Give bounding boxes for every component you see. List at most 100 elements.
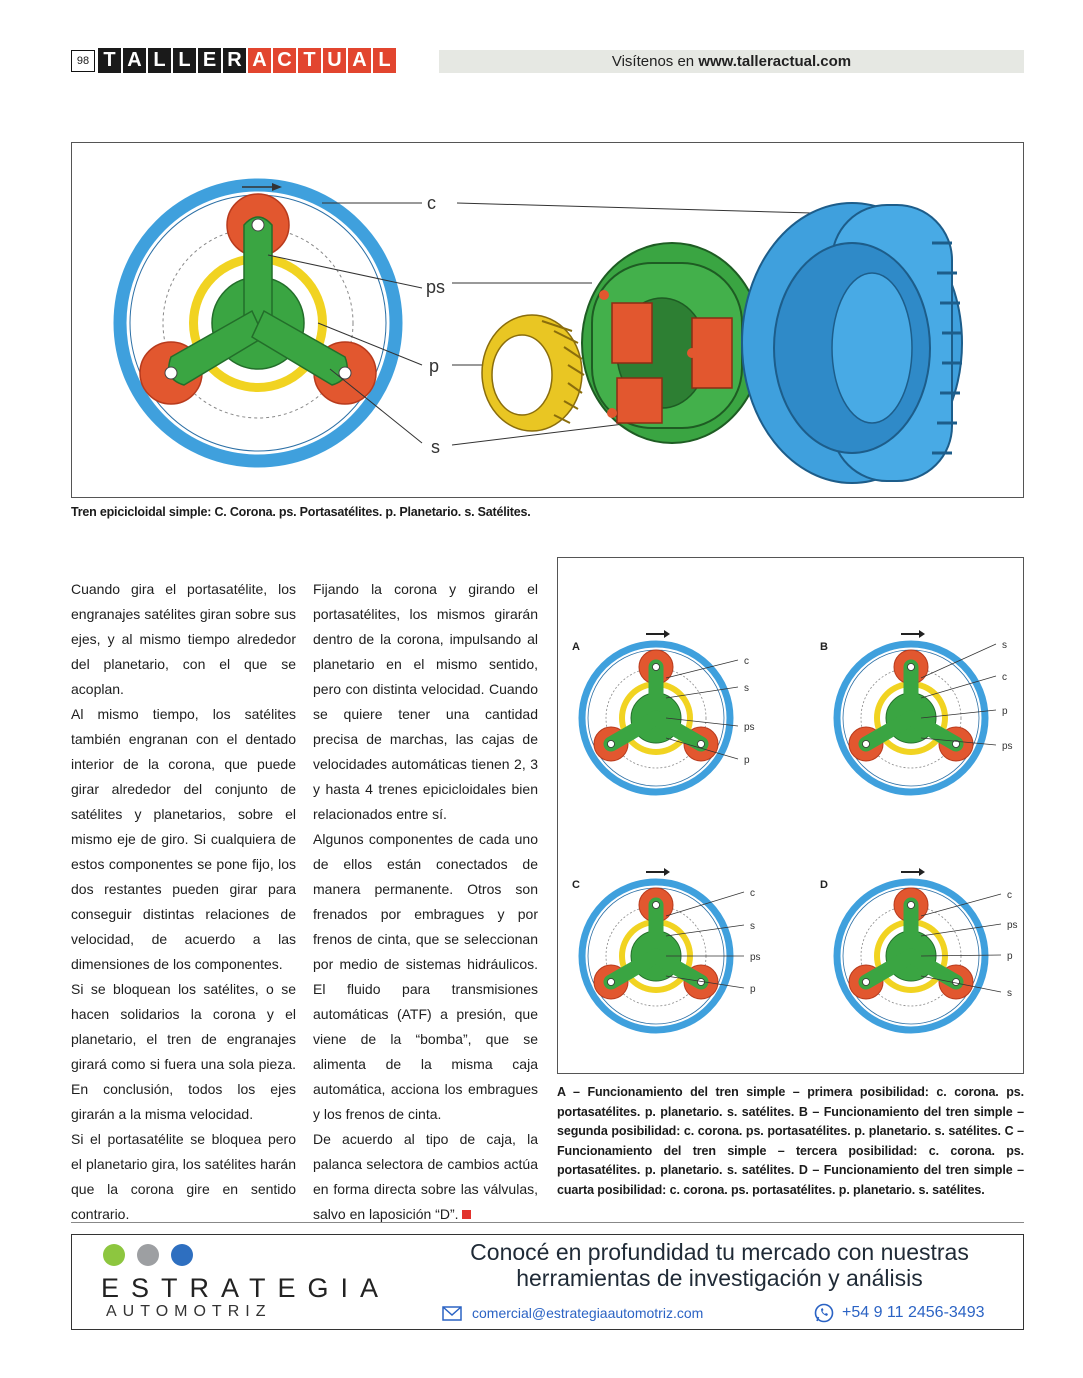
logo-dot-blue (171, 1244, 193, 1266)
visit-url[interactable]: www.talleractual.com (698, 53, 852, 70)
paragraph: Algunos componentes de cada uno de ellos… (313, 831, 538, 1122)
ring-gear-3d (741, 202, 963, 484)
ad-email-text[interactable]: comercial@estrategiaautomotriz.com (472, 1305, 704, 1321)
ad-phone[interactable]: +54 9 11 2456-3493 (814, 1303, 985, 1323)
carrier-arm (903, 948, 964, 990)
figure-caption-side: A – Funcionamiento del tren simple – pri… (557, 1085, 1024, 1197)
article-column-1: Cuando gira el portasatélite, los engran… (71, 577, 296, 1227)
gear-schematic (113, 178, 403, 468)
brand-logo: T A L L E R A C T U A L (98, 48, 396, 73)
component-label: c (750, 888, 755, 899)
paragraph: Fijando la corona y girando el portasaté… (313, 581, 538, 822)
component-label: c (1002, 672, 1007, 683)
leader-line (665, 891, 745, 917)
brand-letter: E (198, 48, 221, 73)
logo-dot-gray (137, 1244, 159, 1266)
visit-text: Visítenos en (611, 53, 695, 70)
ad-headline-line: Conocé en profundidad tu mercado con nue… (470, 1239, 969, 1265)
leader-line (920, 954, 1002, 957)
leader-line (920, 893, 1002, 917)
epicyclic-gear-illustration: c ps p s (113, 178, 963, 484)
ring-gear (833, 878, 989, 1034)
leader-line (665, 924, 745, 937)
epicyclic-gear-figure: c ps p s (71, 142, 1024, 498)
logo-dots (103, 1244, 193, 1266)
page-header: 98 T A L L E R A C T U A L Visítenos en … (71, 48, 1024, 74)
visit-bar: Visítenos en www.talleractual.com (439, 50, 1024, 73)
planet-axle (652, 901, 660, 909)
carrier-path (860, 667, 962, 769)
figure-caption-top: Tren epicicloidal simple: C. Corona. ps.… (71, 505, 531, 519)
component-label: p (744, 755, 750, 766)
planet-axle (862, 978, 870, 986)
advertisement: ESTRATEGIA AUTOMOTRIZ Conocé en profundi… (71, 1234, 1024, 1330)
carrier-path (860, 905, 962, 1007)
brand-letter: A (248, 48, 271, 73)
panel-letter: B (820, 641, 828, 653)
brand-letter: C (273, 48, 296, 73)
label-c: c (427, 193, 436, 213)
end-of-article-mark (461, 1210, 471, 1219)
component-label: c (744, 656, 749, 667)
planet-axle (907, 901, 915, 909)
planet-axle (862, 740, 870, 748)
leader-line (920, 709, 997, 719)
sun-gear-3d (481, 314, 585, 432)
carrier-arm (858, 710, 919, 752)
leader-line (665, 659, 739, 679)
ad-email[interactable]: comercial@estrategiaautomotriz.com (442, 1305, 703, 1321)
planet-axle (952, 978, 960, 986)
ad-logo-sub: AUTOMOTRIZ (106, 1303, 272, 1320)
label-ps: ps (426, 277, 445, 297)
leader-line (665, 737, 739, 760)
carrier-arm (903, 710, 964, 752)
page-number: 98 (71, 50, 95, 72)
leader-line (920, 675, 997, 699)
carrier-arm (603, 710, 664, 752)
component-label: ps (750, 952, 761, 963)
leader-lines (267, 202, 813, 446)
component-label: c (1007, 890, 1012, 901)
rotation-arrow-head (919, 868, 925, 876)
leader-line (920, 975, 1002, 993)
ring-gear (833, 640, 989, 796)
panel-letter: C (572, 879, 580, 891)
component-label: ps (744, 722, 755, 733)
logo-dot-green (103, 1244, 125, 1266)
ad-phone-text[interactable]: +54 9 11 2456-3493 (842, 1304, 985, 1321)
brand-letter: R (223, 48, 246, 73)
planet-axle (607, 740, 615, 748)
rotation-arrow-head (664, 630, 670, 638)
label-p: p (429, 356, 439, 376)
ring-gear (578, 640, 734, 796)
leader-line (665, 717, 739, 727)
planet-axle (952, 740, 960, 748)
ad-logo: ESTRATEGIA (101, 1273, 391, 1303)
ad-headline-line: herramientas de investigación y análisis (516, 1265, 923, 1291)
paragraph-text: De acuerdo al tipo de caja, la palanca s… (313, 1131, 538, 1222)
carrier-arm (603, 948, 664, 990)
component-label: s (1007, 988, 1012, 999)
panel-letter: A (572, 641, 580, 653)
component-label: s (744, 683, 749, 694)
leader-line (920, 737, 997, 746)
panel-letter: D (820, 879, 828, 891)
brand-letter: L (173, 48, 196, 73)
component-label: s (1002, 640, 1007, 651)
brand-letter: A (348, 48, 371, 73)
leader-line (920, 923, 1002, 937)
leader-line (665, 975, 745, 989)
mail-icon (442, 1305, 462, 1321)
component-label: ps (1007, 920, 1018, 931)
divider (71, 1222, 1024, 1223)
carrier-arm (858, 948, 919, 990)
leader-line (665, 686, 739, 699)
paragraph: Cuando gira el portasatélite, los engran… (71, 581, 296, 697)
carrier-path (605, 667, 707, 769)
article-column-2: Fijando la corona y girando el portasaté… (313, 577, 538, 1227)
paragraph: Si el portasatélite se bloquea pero el p… (71, 1131, 296, 1222)
